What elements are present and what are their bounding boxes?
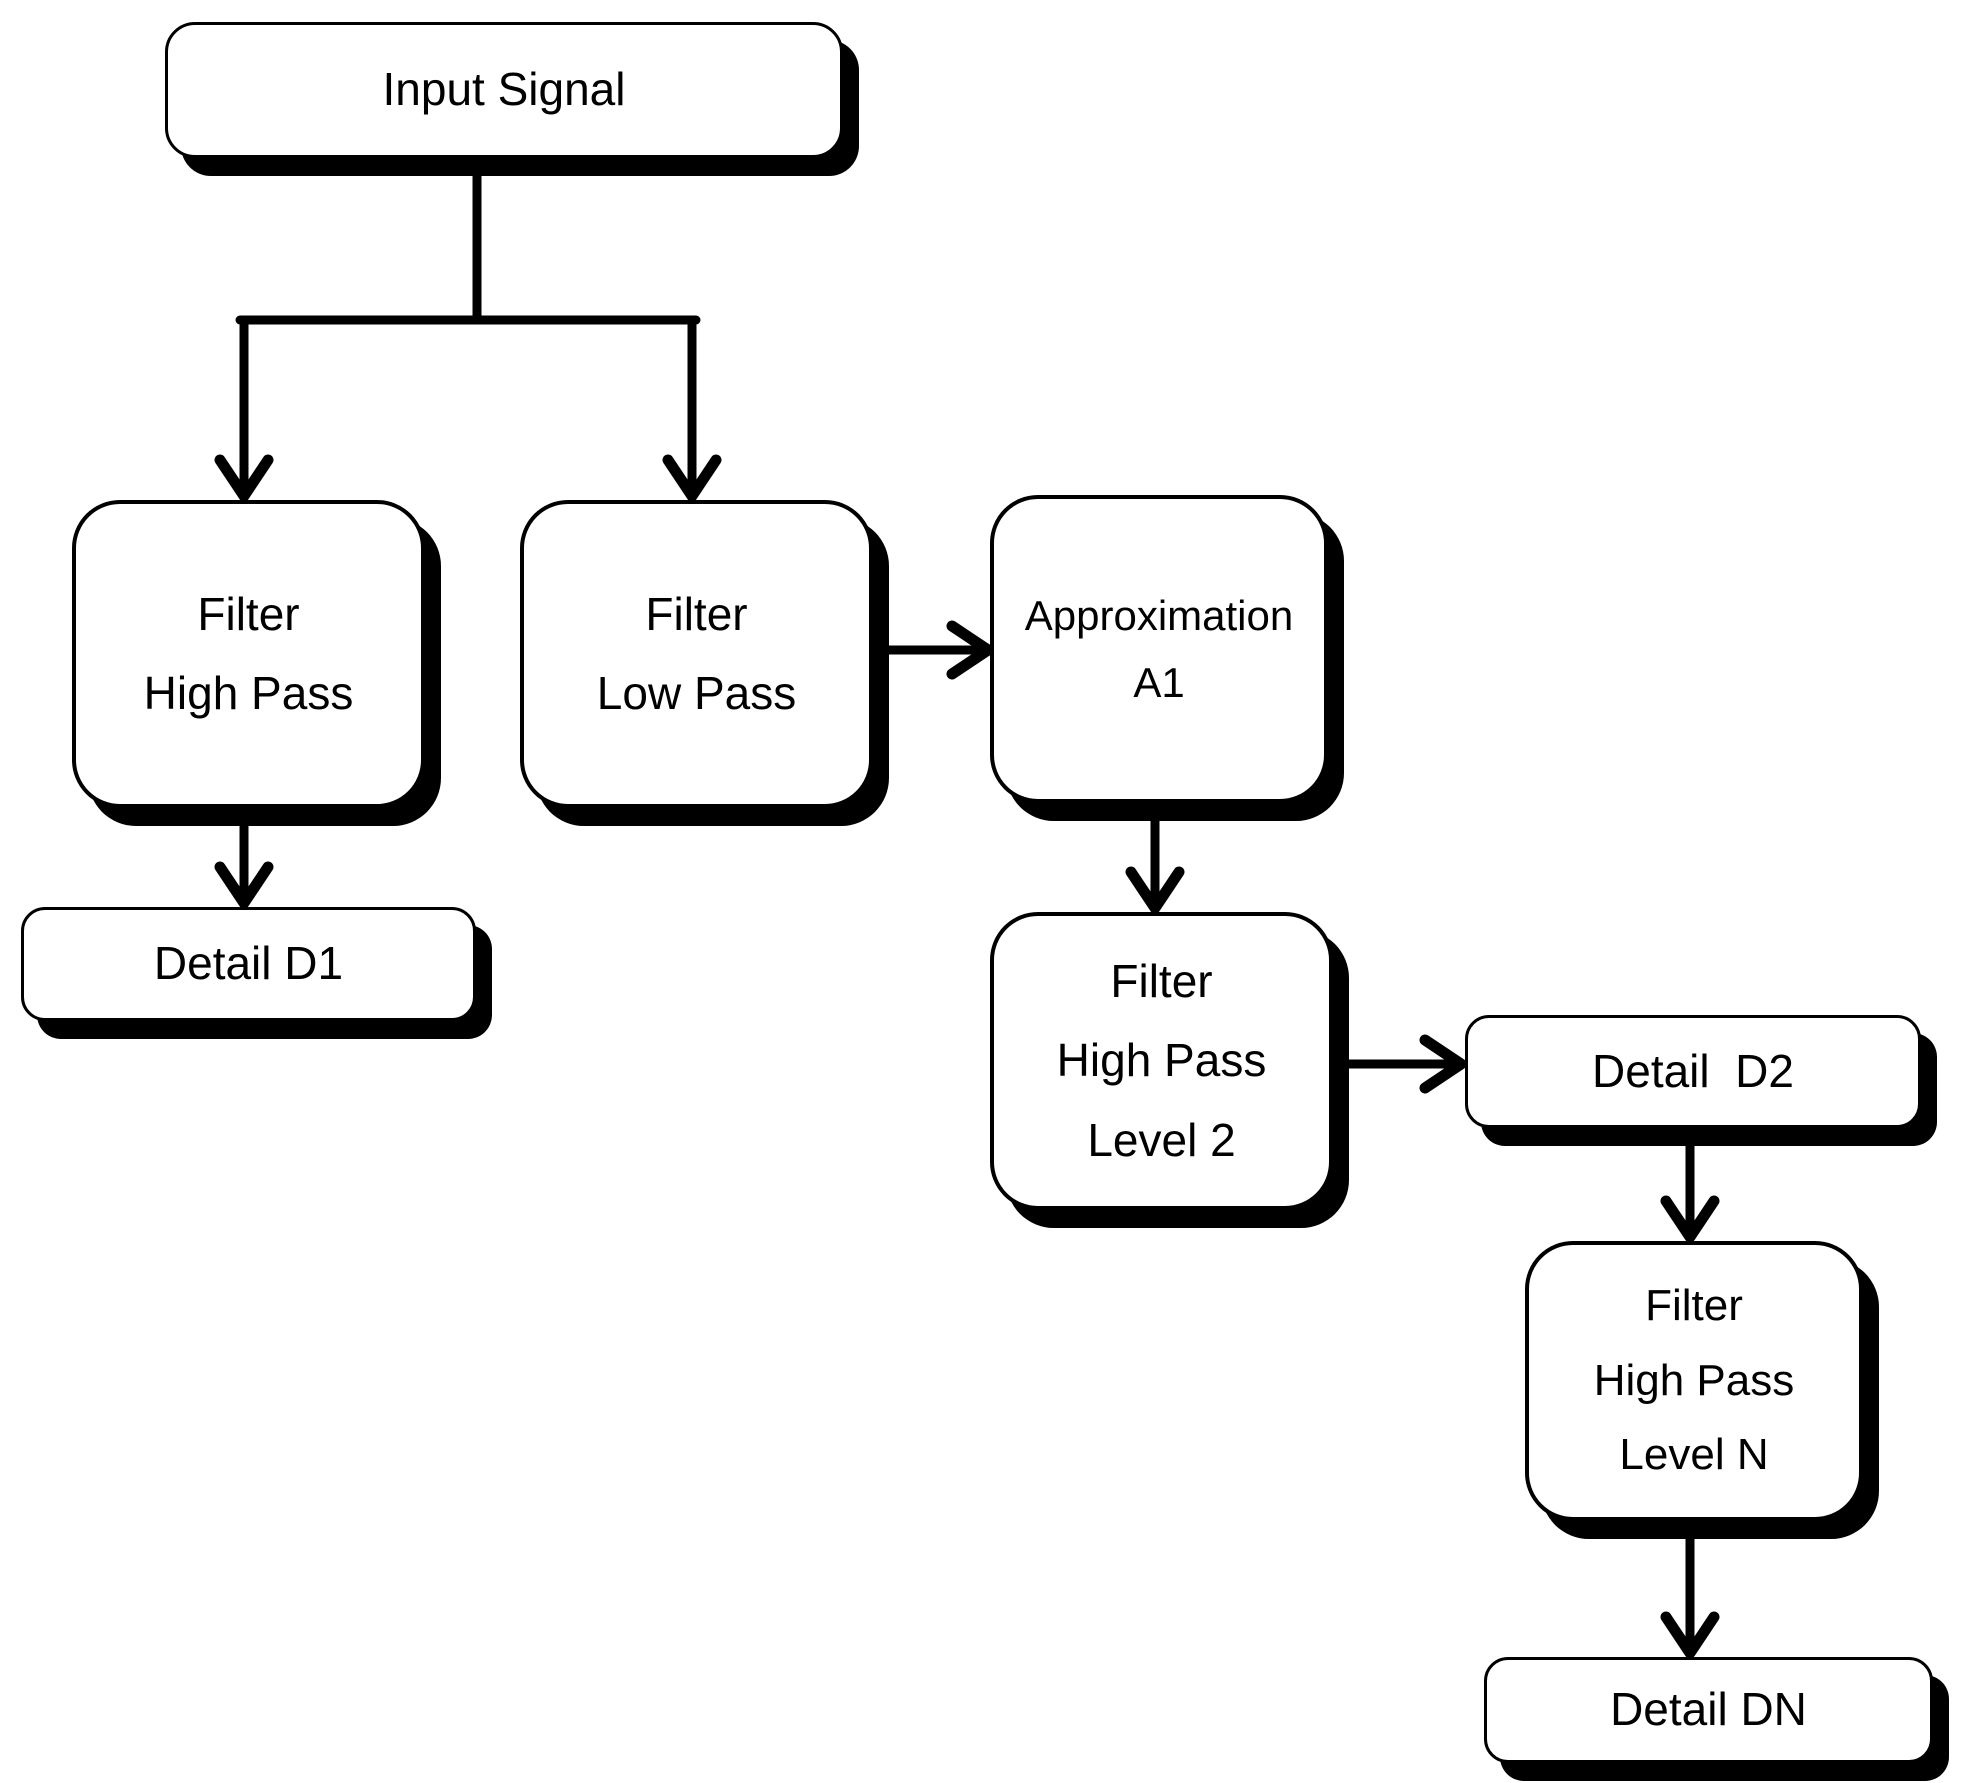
node-approximation-a1: Approximation A1 xyxy=(990,495,1328,803)
node-detail-dn: Detail DN xyxy=(1484,1657,1933,1763)
node-detail-d2: Detail D2 xyxy=(1465,1015,1921,1128)
edge-input-to-filters xyxy=(214,147,722,502)
edge-leveln-to-detail-dn xyxy=(1660,1526,1720,1659)
arrowhead-right-icon xyxy=(946,620,994,680)
node-filter-low-pass-line: Low Pass xyxy=(596,667,797,719)
edge-detail-d2-to-leveln xyxy=(1660,1128,1720,1243)
node-filter-low-pass: Filter Low Pass xyxy=(520,500,873,808)
node-detail-d1: Detail D1 xyxy=(21,907,476,1021)
node-filter-high-pass-level-n: Filter High Pass Level N xyxy=(1525,1241,1863,1521)
node-filter-high-pass-line: Filter xyxy=(197,587,300,640)
edge-approximation-to-level2 xyxy=(1125,808,1185,914)
edge-highpass-to-detail-d1 xyxy=(214,803,274,909)
arrowhead-down-icon xyxy=(214,454,274,502)
node-filter-high-pass-level-2-line: Filter xyxy=(1110,955,1213,1008)
node-approximation-a1-line: Approximation xyxy=(1024,591,1294,639)
edge-level2-to-detail-d2 xyxy=(1338,1034,1467,1094)
arrowhead-down-icon xyxy=(214,861,274,909)
arrowhead-down-icon xyxy=(1660,1195,1720,1243)
arrowhead-right-icon xyxy=(1419,1034,1467,1094)
node-filter-high-pass-level-n-line: High Pass xyxy=(1593,1355,1795,1405)
arrowhead-down-icon xyxy=(662,454,722,502)
arrowhead-down-icon xyxy=(1660,1611,1720,1659)
arrowhead-down-icon xyxy=(1125,866,1185,914)
node-filter-high-pass-level-2-line: High Pass xyxy=(1056,1034,1267,1087)
node-filter-high-pass-level-2-line: Level 2 xyxy=(1087,1113,1236,1166)
node-filter-high-pass-line: High Pass xyxy=(143,667,354,719)
edge-lowpass-to-approximation xyxy=(876,620,994,680)
node-detail-d1-label: Detail D1 xyxy=(153,937,344,990)
node-input-signal: Input Signal xyxy=(165,22,843,158)
node-input-signal-label: Input Signal xyxy=(382,63,626,116)
node-detail-dn-label: Detail DN xyxy=(1610,1683,1807,1736)
node-detail-d2-label: Detail D2 xyxy=(1592,1044,1794,1097)
node-filter-high-pass: Filter High Pass xyxy=(72,500,425,808)
node-filter-high-pass-level-n-line: Filter xyxy=(1645,1280,1743,1330)
node-approximation-a1-line: A1 xyxy=(1133,659,1185,706)
node-filter-high-pass-level-2: Filter High Pass Level 2 xyxy=(990,912,1333,1210)
node-filter-high-pass-level-n-line: Level N xyxy=(1619,1430,1769,1480)
node-filter-low-pass-line: Filter xyxy=(645,587,748,640)
